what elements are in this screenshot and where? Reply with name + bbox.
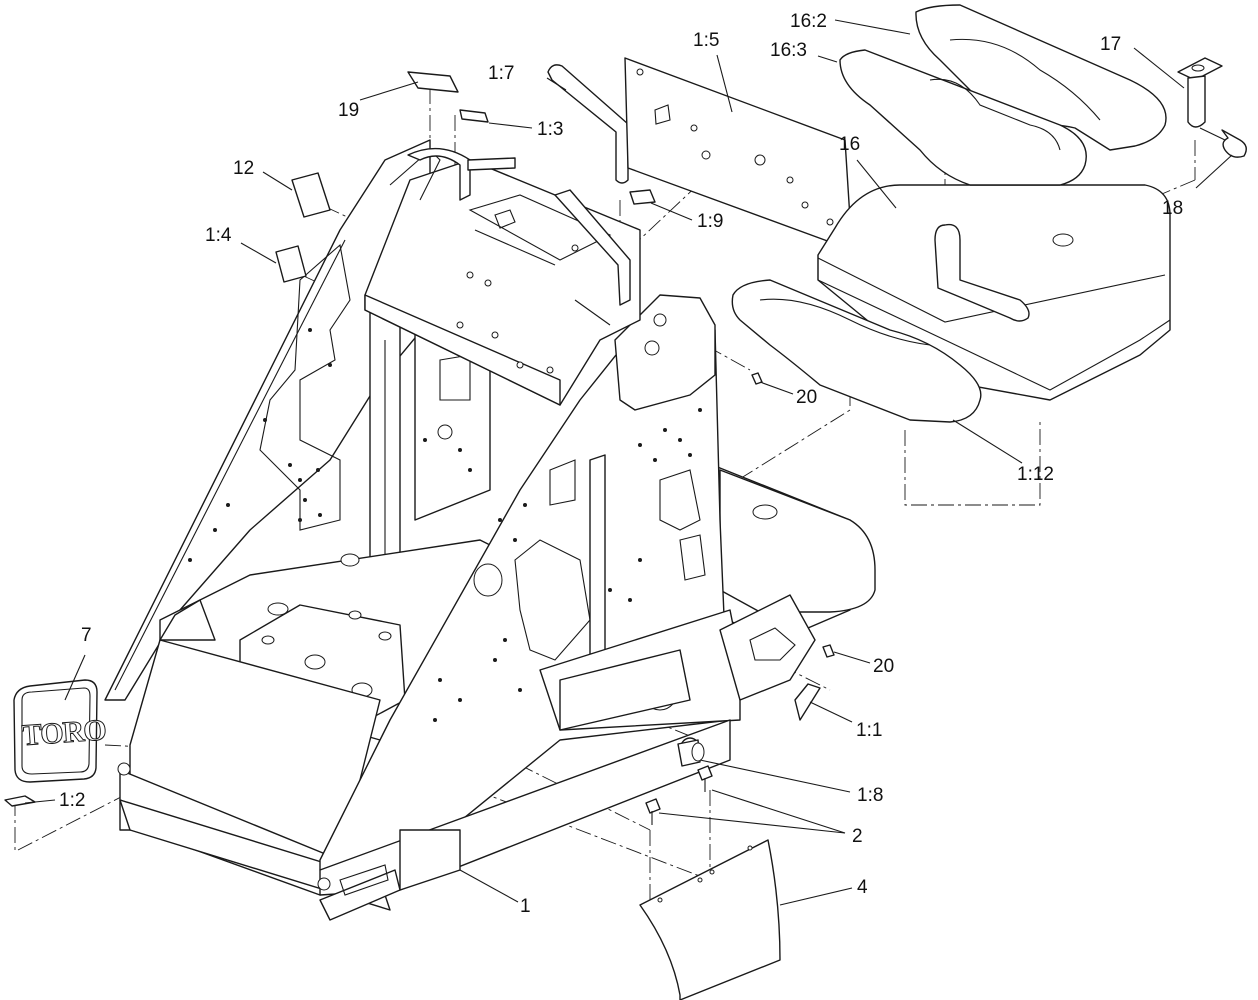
- callout-17: 17: [1100, 34, 1121, 55]
- pin-17: [1177, 57, 1223, 128]
- callout-18: 18: [1162, 198, 1183, 219]
- callout-1: 1: [520, 896, 531, 917]
- screws-2: [645, 765, 713, 825]
- callout-12: 12: [233, 158, 254, 179]
- pad-16-3: [839, 49, 1087, 186]
- pad-16-2: [915, 4, 1167, 151]
- decal-1-9: [629, 189, 656, 205]
- decal-20-upper: [751, 372, 763, 385]
- callout-20-lower: 20: [873, 656, 894, 677]
- callout-1-7: 1:7: [488, 63, 514, 84]
- toro-logo-text: TORO: [21, 713, 107, 752]
- bushing-1-8: [677, 737, 705, 767]
- decal-20-lower: [822, 644, 835, 658]
- callout-1-8: 1:8: [857, 785, 883, 806]
- callout-1-1: 1:1: [856, 720, 882, 741]
- callout-16-2: 16:2: [790, 11, 827, 32]
- clip-18: [1199, 127, 1247, 158]
- callout-20-upper: 20: [796, 387, 817, 408]
- callout-1-4: 1:4: [205, 225, 232, 246]
- callout-19: 19: [338, 100, 359, 121]
- leader-lines: [24, 19, 1233, 906]
- control-lever-1-7: [547, 64, 629, 184]
- decal-1-3: [459, 109, 489, 123]
- decal-1-1: [794, 683, 821, 721]
- decals: [4, 71, 835, 807]
- decal-1-4: [275, 245, 307, 283]
- decal-19: [407, 71, 459, 93]
- callout-16-3: 16:3: [770, 40, 807, 61]
- callout-1-9: 1:9: [697, 211, 723, 232]
- shield-4: [639, 839, 781, 1000]
- callout-1-5: 1:5: [693, 30, 719, 51]
- callout-16: 16: [839, 134, 860, 155]
- callout-1-2: 1:2: [59, 790, 85, 811]
- callout-labels: 1 1:1 1:2 1:3 1:4 1:5 1:7 1:8 1:9 1:12 2…: [59, 11, 1183, 917]
- callout-4: 4: [857, 877, 868, 898]
- callout-2: 2: [852, 826, 863, 847]
- frame-holes: [188, 328, 702, 722]
- control-console: [364, 147, 641, 406]
- callout-7: 7: [81, 625, 92, 646]
- decal-1-2: [4, 795, 36, 807]
- toro-logo-plate-7: TORO: [13, 679, 107, 783]
- callout-1-12: 1:12: [1017, 464, 1054, 485]
- main-frame: [104, 139, 816, 921]
- pad-1-12: [731, 279, 982, 423]
- decal-12: [291, 172, 331, 218]
- callout-1-3: 1:3: [537, 119, 563, 140]
